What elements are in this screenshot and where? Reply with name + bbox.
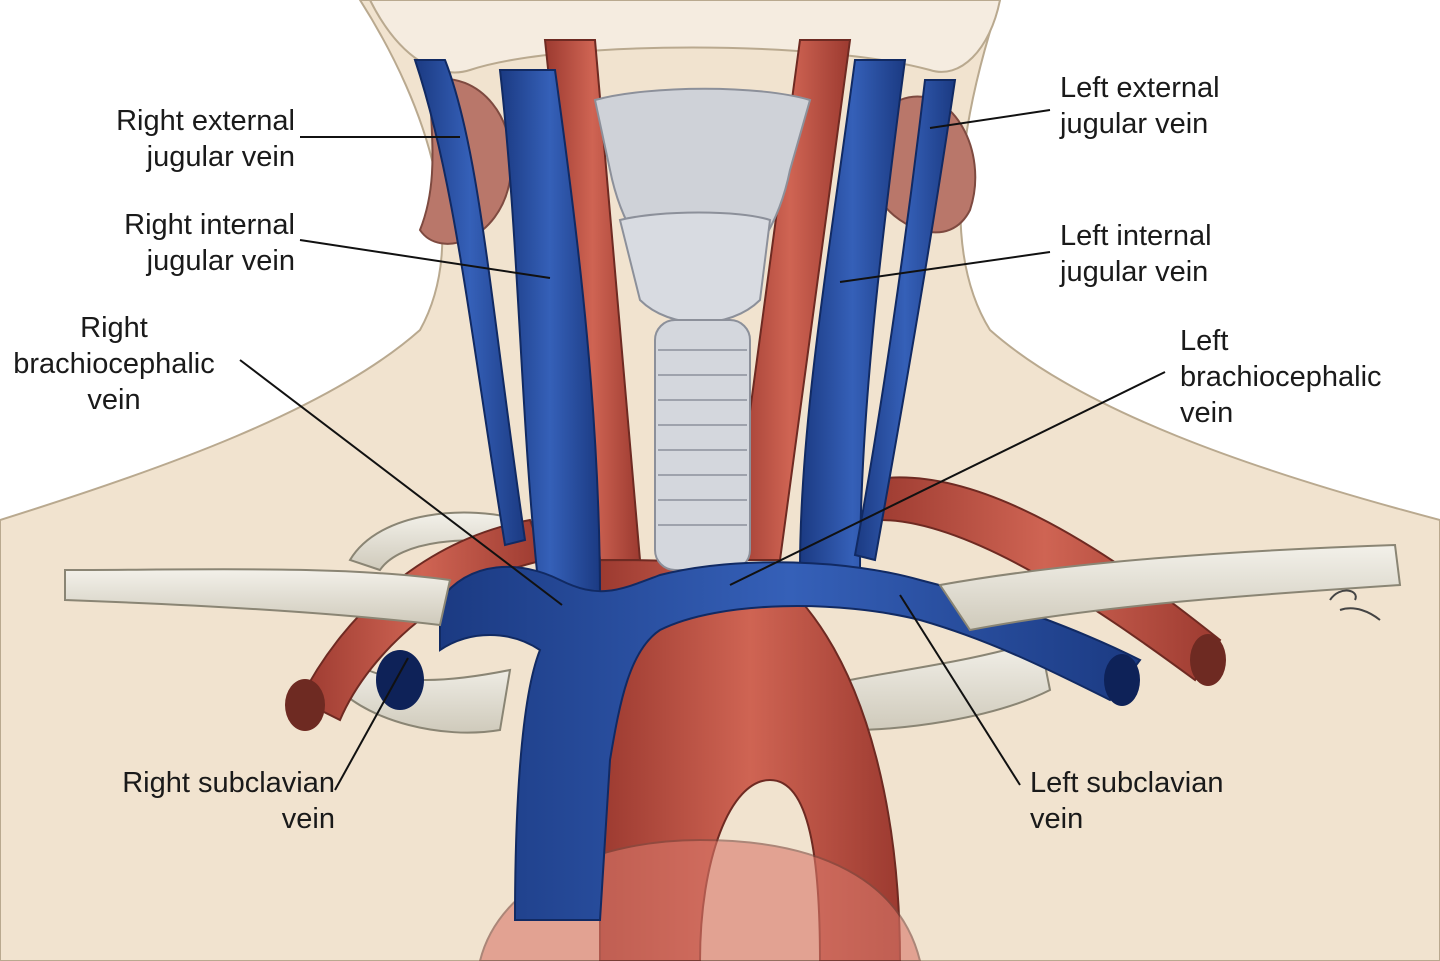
trachea — [654, 319, 751, 571]
label-right-brachiocephalic: Right brachiocephalic vein — [13, 312, 215, 416]
leader-left-internal-jugular — [839, 251, 1051, 283]
artist-signature — [1329, 589, 1381, 621]
label-right-internal-jugular: Right internal jugular vein — [124, 209, 295, 277]
brachiocephalic-veins — [439, 561, 1142, 921]
left-clavicle — [938, 543, 1402, 632]
larynx-lower — [618, 211, 772, 324]
left-artery-lumen — [1190, 634, 1226, 686]
left-external-jugular-vein — [853, 79, 957, 562]
leader-left-brachiocephalic — [729, 371, 1166, 586]
label-left-subclavian: Left subclavian vein — [1030, 767, 1224, 835]
leader-left-external-jugular — [929, 109, 1051, 129]
right-clavicle — [64, 568, 452, 627]
label-left-brachiocephalic: Left brachiocephalic vein — [1180, 325, 1382, 429]
leader-right-subclavian — [334, 657, 409, 791]
right-external-jugular-vein — [413, 59, 527, 547]
leader-lines — [239, 109, 1166, 791]
right-artery-lumen — [285, 679, 325, 731]
leader-right-brachiocephalic — [239, 359, 563, 606]
label-left-external-jugular: Left external jugular vein — [1060, 72, 1220, 140]
left-lower-rib — [849, 638, 1052, 732]
label-right-subclavian: Right subclavian vein — [122, 767, 335, 835]
label-left-internal-jugular: Left internal jugular vein — [1060, 220, 1212, 288]
trachea-rings — [658, 349, 747, 526]
left-subclavian-vein-lumen — [1104, 654, 1140, 706]
leader-right-internal-jugular — [299, 239, 551, 279]
label-right-external-jugular: Right external jugular vein — [116, 105, 295, 173]
leader-left-subclavian — [899, 594, 1021, 786]
